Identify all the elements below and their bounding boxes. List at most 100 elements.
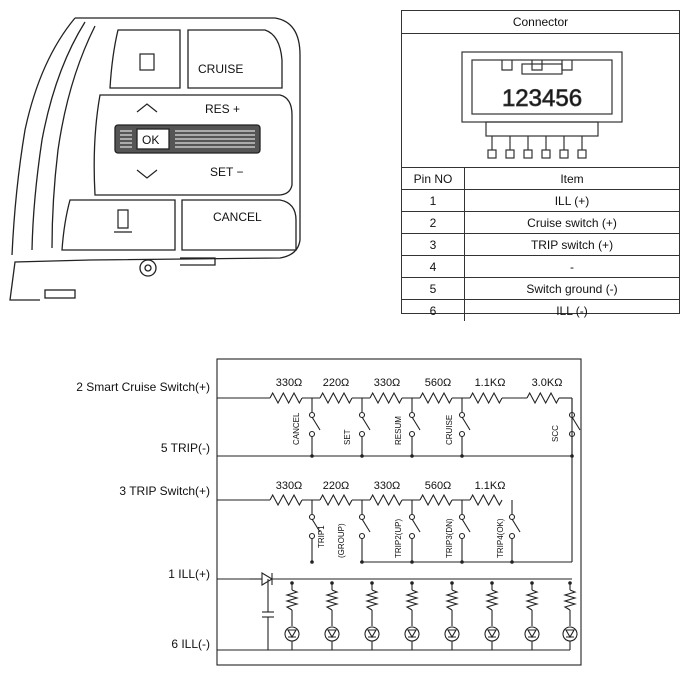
pin-item: - [464,255,679,278]
switch-blade [361,416,371,431]
cancel-button-label: CANCEL [213,210,262,224]
switch-contact [408,513,416,521]
junction-dot [360,560,364,564]
cruise-resistor-chain [269,391,581,458]
led [484,626,500,642]
junction-dot [310,454,314,458]
trip-resistor-value: 1.1KΩ [475,480,506,492]
trip-switch-label: (GROUP) [337,523,346,558]
switch-contact [358,532,366,540]
table-row: 6 ILL (-) [402,299,679,321]
junction-dot [510,560,514,564]
junction-dot [490,581,494,585]
resistor [285,589,299,611]
junction-dot [410,560,414,564]
switch-blade [311,416,321,431]
switch-contact [308,532,316,540]
cruise-button-label: CRUISE [198,62,243,76]
led [324,626,340,642]
cruise-resistor-value: 220Ω [323,377,350,389]
set-button-label: SET − [210,165,243,179]
pin-no-header: Pin NO [402,168,465,190]
resistor [319,493,353,507]
cruise-resistor-value: 330Ω [374,377,401,389]
trip-switch-label: TRIP2(UP) [394,519,403,558]
junction-dot [460,454,464,458]
switch-contact [508,513,516,521]
resistor [369,391,403,405]
resistor [485,589,499,611]
trip-resistor-value: 560Ω [425,480,452,492]
trip-switch-label: TRIP1 [317,525,326,548]
switch-contact [358,513,366,521]
switch-contact [358,430,366,438]
cruise-resistor-value: 3.0KΩ [532,377,563,389]
led-symbol [487,629,497,639]
res-button-label: RES + [205,102,240,116]
junction-dot [410,581,414,585]
resistor [445,589,459,611]
pin-number: 3 [402,233,465,256]
led [444,626,460,642]
cruise-switch-label: RESUM [394,416,403,445]
trip-resistor-chain [269,493,521,564]
cruise-line-label: 2 Smart Cruise Switch(+) [76,380,210,394]
switch-contact [508,532,516,540]
trip-resistor-value: 220Ω [323,480,350,492]
cruise-resistor-value: 330Ω [276,377,303,389]
led [404,626,420,642]
pin-item: Cruise switch (+) [464,211,679,234]
pin-item: Switch ground (-) [464,277,679,300]
switch-blade [461,518,471,533]
switch-contact [408,430,416,438]
resistor [419,391,453,405]
resistor [469,493,503,507]
resistor [269,493,303,507]
led-symbol [407,629,417,639]
switch-contact [408,411,416,419]
trip-resistor-value: 330Ω [374,480,401,492]
cruise-resistor-value: 560Ω [425,377,452,389]
pin-item: TRIP switch (+) [464,233,679,256]
junction-dot [410,454,414,458]
cruise-switch-label: CANCEL [292,412,301,445]
led [284,626,300,642]
junction-dot [310,560,314,564]
led-symbol [367,629,377,639]
connector-title: Connector [402,11,679,34]
switch-contact [408,532,416,540]
trip-switch-label: TRIP4(OK) [496,518,505,558]
cruise-resistor-value: 1.1KΩ [475,377,506,389]
trip-resistor-value: 330Ω [276,480,303,492]
junction-dot [360,454,364,458]
led-symbol [527,629,537,639]
switch-contact [458,513,466,521]
cruise-switch-label: SET [343,429,352,445]
switch-blade [461,416,471,431]
pin-table-header: Pin NO Item [402,168,679,190]
table-row: 4- [402,255,679,278]
led-symbol [327,629,337,639]
steering-switch-illustration: CRUISE RES + OK SET − CANCEL [9,17,301,301]
pin-item: ILL (+) [464,189,679,212]
resistor [419,493,453,507]
junction-dot [450,581,454,585]
pin-item: ILL (-) [556,303,588,318]
resistor [269,391,303,405]
trip-line-label: 3 TRIP Switch(+) [119,484,210,498]
connector-drawing: 123456 [402,34,679,168]
switch-contact [568,411,576,419]
pin-number: 4 [402,255,465,278]
pin-number: 2 [402,211,465,234]
led [364,626,380,642]
junction-dot [290,581,294,585]
resistor [405,589,419,611]
switch-contact [458,411,466,419]
switch-blade [311,518,321,533]
trip-switch-label: TRIP3(DN) [445,518,454,558]
resistor [365,589,379,611]
pin-number: 6 [402,299,465,321]
